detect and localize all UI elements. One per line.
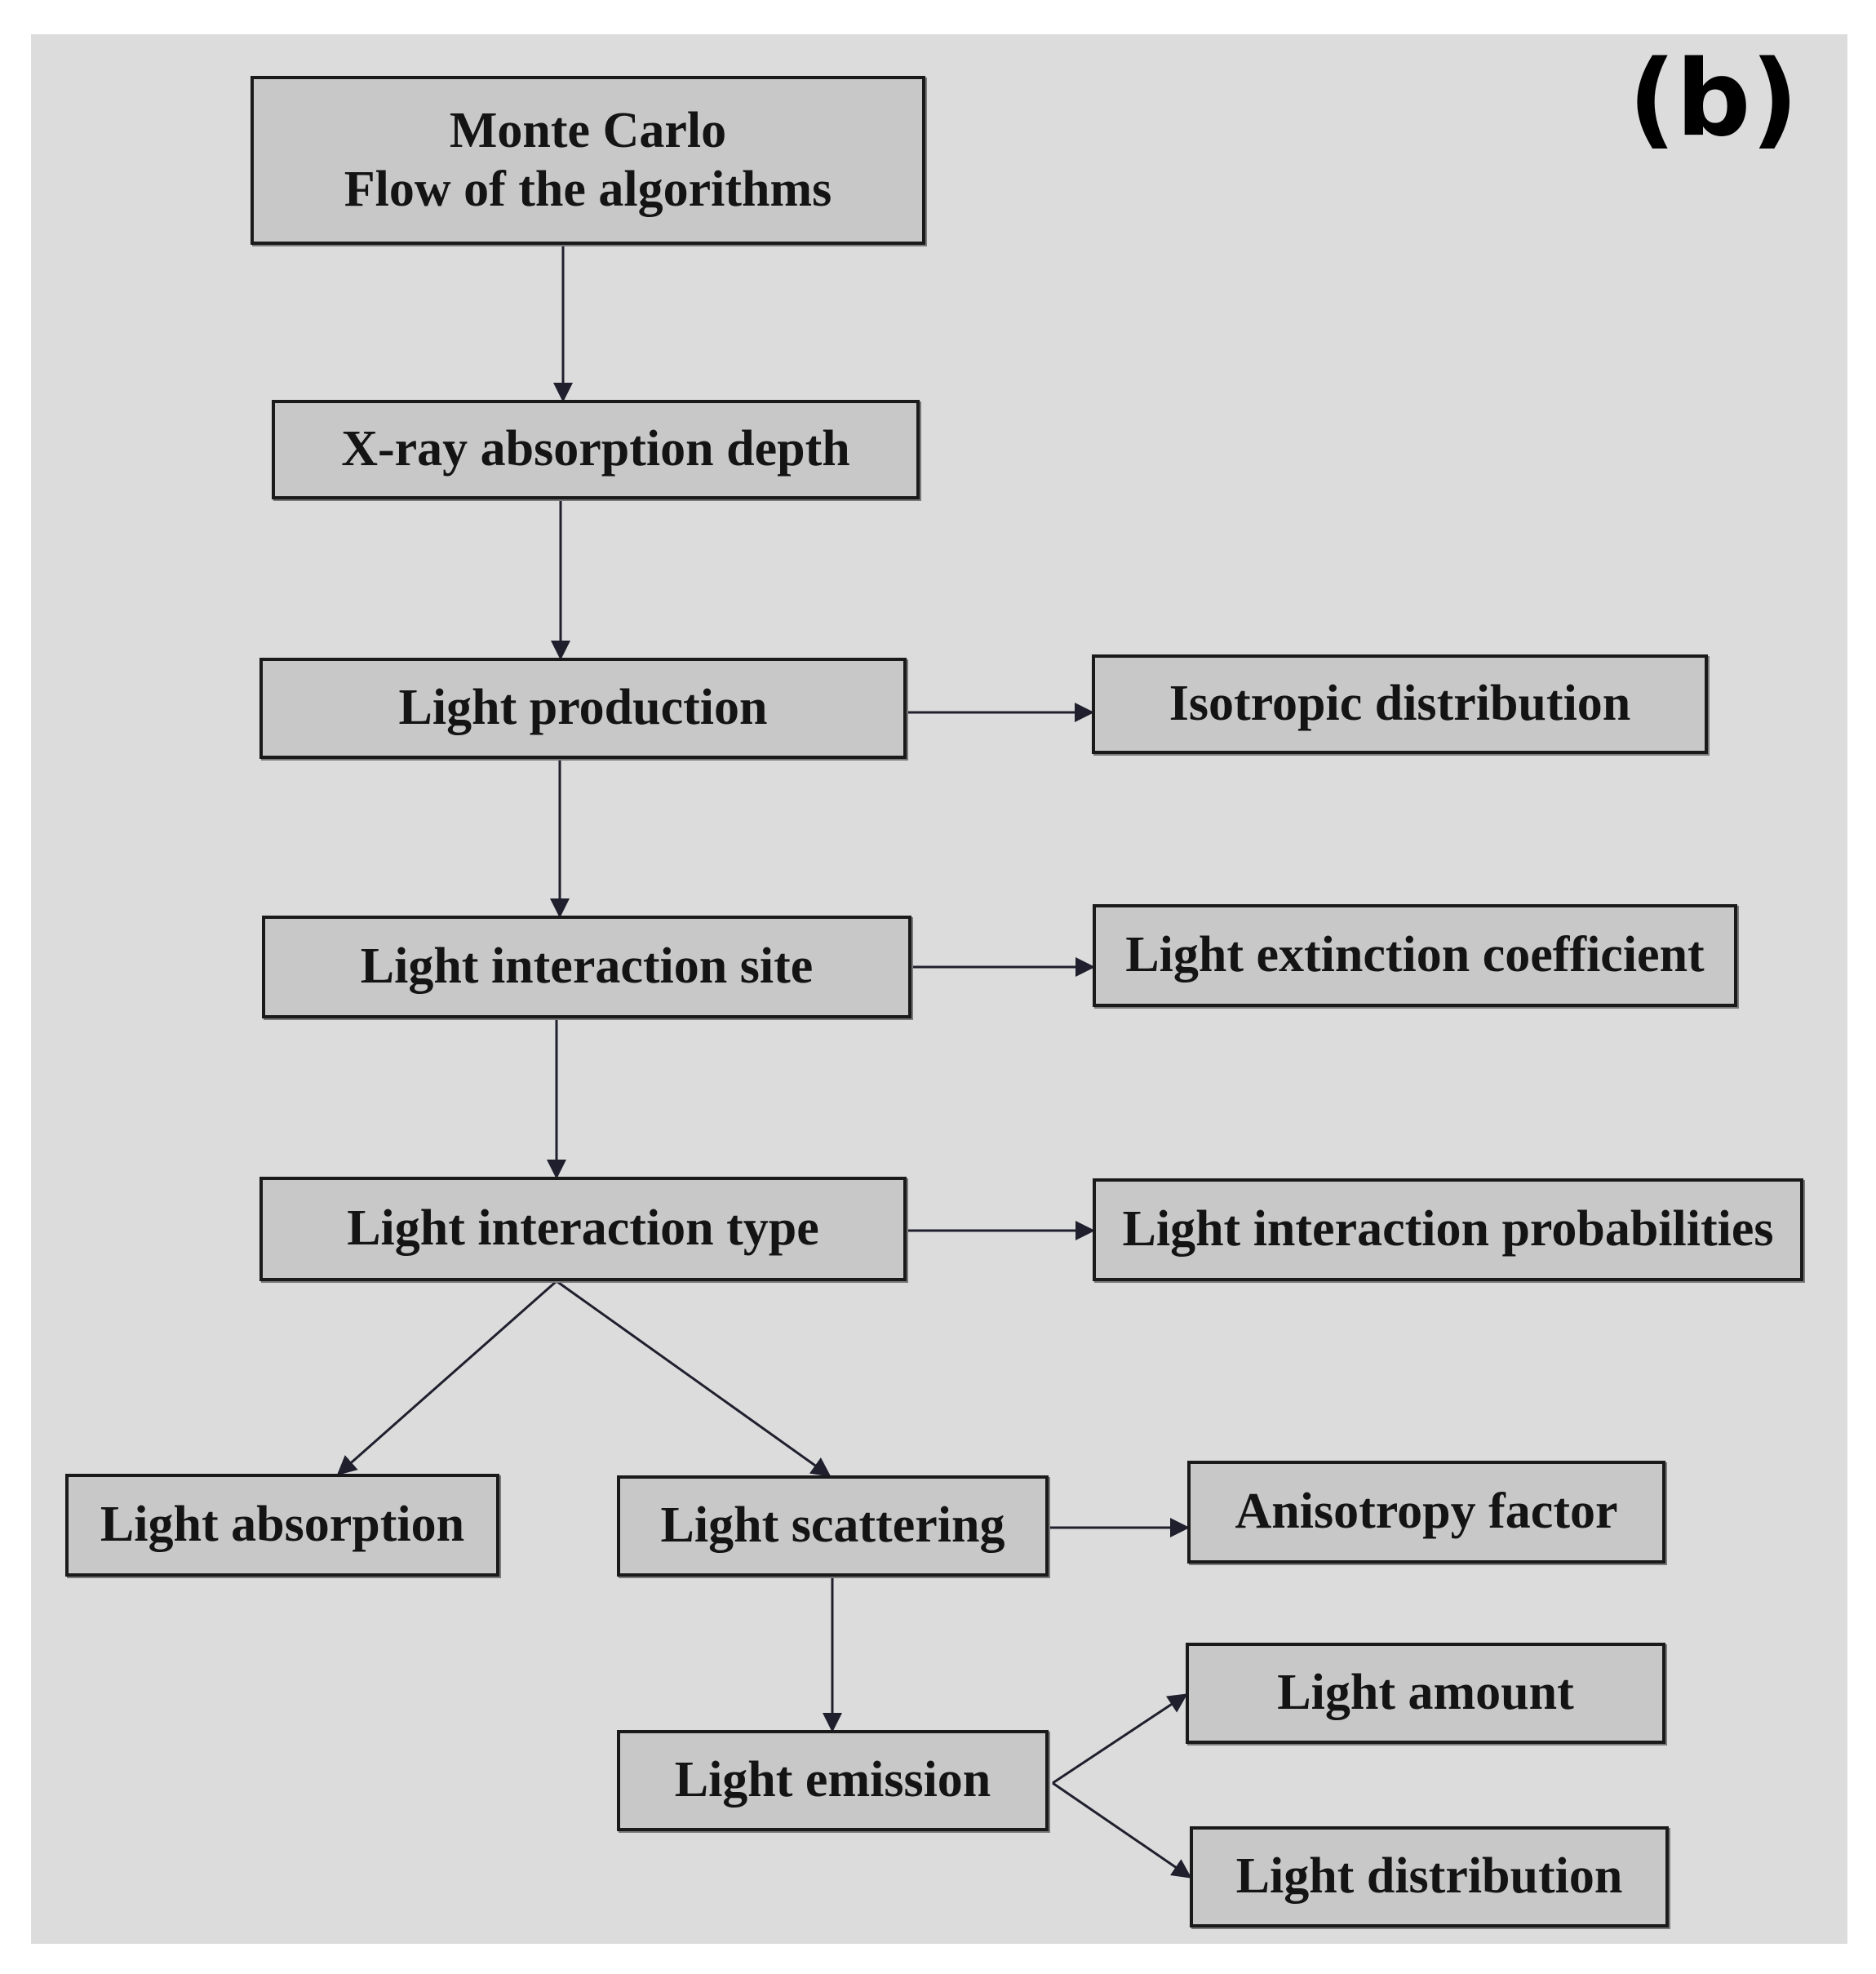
isotropic-distribution-box: Isotropic distribution xyxy=(1092,654,1708,754)
light-interaction-type-box: Light interaction type xyxy=(259,1177,907,1281)
arrow-emission-to-amount xyxy=(1052,1693,1188,1785)
title-line-1: Monte Carlo xyxy=(449,103,727,159)
title-box: Monte Carlo Flow of the algorithms xyxy=(251,76,925,245)
light-emission-label: Light emission xyxy=(674,1752,991,1808)
light-amount-label: Light amount xyxy=(1277,1665,1574,1721)
light-production-label: Light production xyxy=(398,680,768,736)
arrow-type-to-absorption xyxy=(336,1280,557,1475)
xray-absorption-depth-label: X-ray absorption depth xyxy=(341,421,850,477)
isotropic-distribution-label: Isotropic distribution xyxy=(1169,676,1631,732)
light-interaction-probabilities-label: Light interaction probabilities xyxy=(1122,1201,1774,1258)
panel-label: (b) xyxy=(1628,38,1798,160)
light-extinction-coefficient-label: Light extinction coefficient xyxy=(1125,927,1705,983)
anisotropy-factor-box: Anisotropy factor xyxy=(1187,1461,1665,1564)
light-scattering-box: Light scattering xyxy=(617,1475,1049,1577)
light-interaction-probabilities-box: Light interaction probabilities xyxy=(1093,1178,1803,1281)
light-emission-box: Light emission xyxy=(617,1730,1049,1831)
light-distribution-box: Light distribution xyxy=(1190,1826,1669,1927)
anisotropy-factor-label: Anisotropy factor xyxy=(1235,1484,1618,1540)
xray-absorption-depth-box: X-ray absorption depth xyxy=(272,400,920,499)
light-extinction-coefficient-box: Light extinction coefficient xyxy=(1093,904,1737,1007)
light-scattering-label: Light scattering xyxy=(660,1497,1005,1554)
light-interaction-site-box: Light interaction site xyxy=(262,916,911,1018)
light-absorption-box: Light absorption xyxy=(65,1474,499,1577)
title-line-2: Flow of the algorithms xyxy=(344,161,832,217)
light-distribution-label: Light distribution xyxy=(1235,1848,1623,1905)
light-absorption-label: Light absorption xyxy=(100,1497,465,1553)
arrow-type-to-scattering xyxy=(556,1280,832,1477)
light-interaction-site-label: Light interaction site xyxy=(360,938,814,995)
light-production-box: Light production xyxy=(259,658,907,759)
light-interaction-type-label: Light interaction type xyxy=(347,1200,819,1257)
light-amount-box: Light amount xyxy=(1186,1643,1665,1744)
arrow-emission-to-distribution xyxy=(1052,1781,1192,1879)
